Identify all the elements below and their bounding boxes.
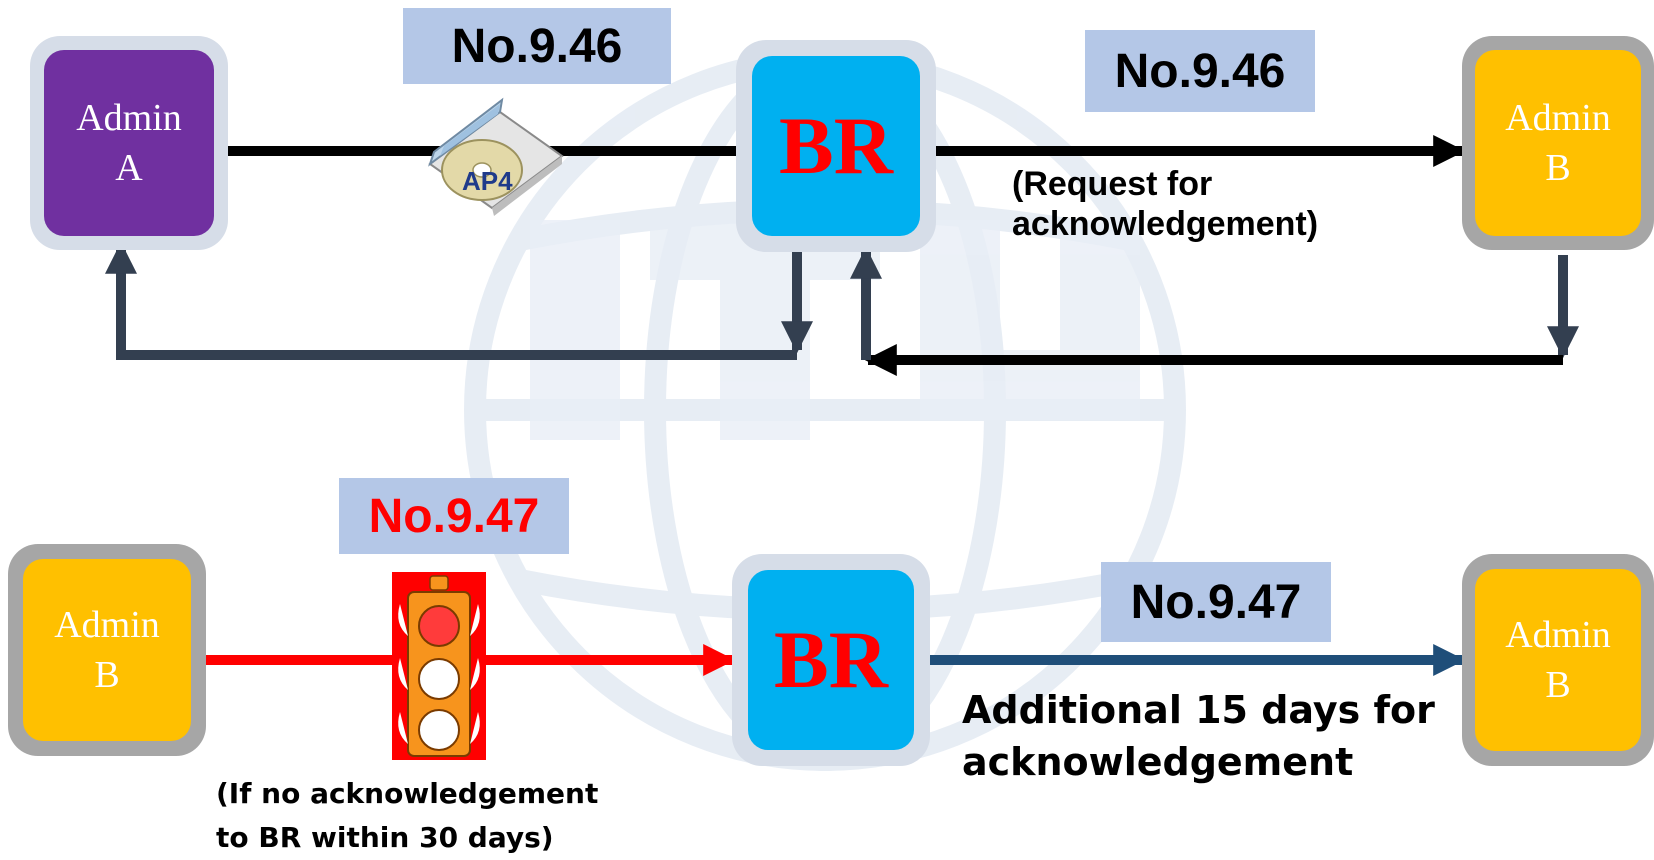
- no-ack-note-line1: (If no acknowledgement: [216, 777, 599, 810]
- no-ack-note: (If no acknowledgement to BR within 30 d…: [216, 772, 598, 860]
- admin-b-box-bottom-left: Admin B: [8, 544, 206, 756]
- admin-a-line1: Admin: [76, 97, 182, 139]
- br-box-bottom: BR: [732, 554, 930, 766]
- additional-note-line2: acknowledgement: [962, 740, 1354, 784]
- admin-b-top-line2: B: [1545, 147, 1571, 189]
- admin-b-top-line1: Admin: [1505, 97, 1611, 139]
- br-label-bottom: BR: [774, 614, 888, 705]
- traffic-light-icon: [392, 572, 486, 760]
- admin-b-box-bottom-right: Admin B: [1462, 554, 1654, 766]
- br-label-top: BR: [779, 100, 893, 191]
- tag-no-9-46-left: No.9.46: [403, 8, 671, 84]
- request-note: (Request for acknowledgement): [1012, 164, 1318, 244]
- additional-note-line1: Additional 15 days for: [962, 688, 1435, 732]
- admin-b-box-top: Admin B: [1462, 36, 1654, 250]
- admin-b-br-line2: B: [1545, 664, 1571, 706]
- admin-b-bl-line1: Admin: [54, 604, 160, 646]
- admin-b-br-line1: Admin: [1505, 614, 1611, 656]
- request-note-line2: acknowledgement): [1012, 205, 1319, 243]
- admin-b-bl-line2: B: [94, 654, 120, 696]
- no-ack-note-line2: to BR within 30 days): [216, 821, 554, 854]
- additional-note: Additional 15 days for acknowledgement: [962, 684, 1435, 788]
- arrow-return-to-admin-a: [104, 241, 797, 360]
- admin-a-line2: A: [115, 147, 143, 189]
- admin-a-box: Admin A: [30, 36, 228, 250]
- tag-no-9-47-left: No.9.47: [339, 478, 569, 554]
- tag-no-9-46-right: No.9.46: [1085, 30, 1315, 112]
- request-note-line1: (Request for: [1012, 165, 1213, 203]
- br-box-top: BR: [736, 40, 936, 252]
- ap4-label: AP4: [462, 166, 513, 196]
- cd-case-icon: AP4: [420, 94, 570, 224]
- tag-no-9-47-right: No.9.47: [1101, 562, 1331, 642]
